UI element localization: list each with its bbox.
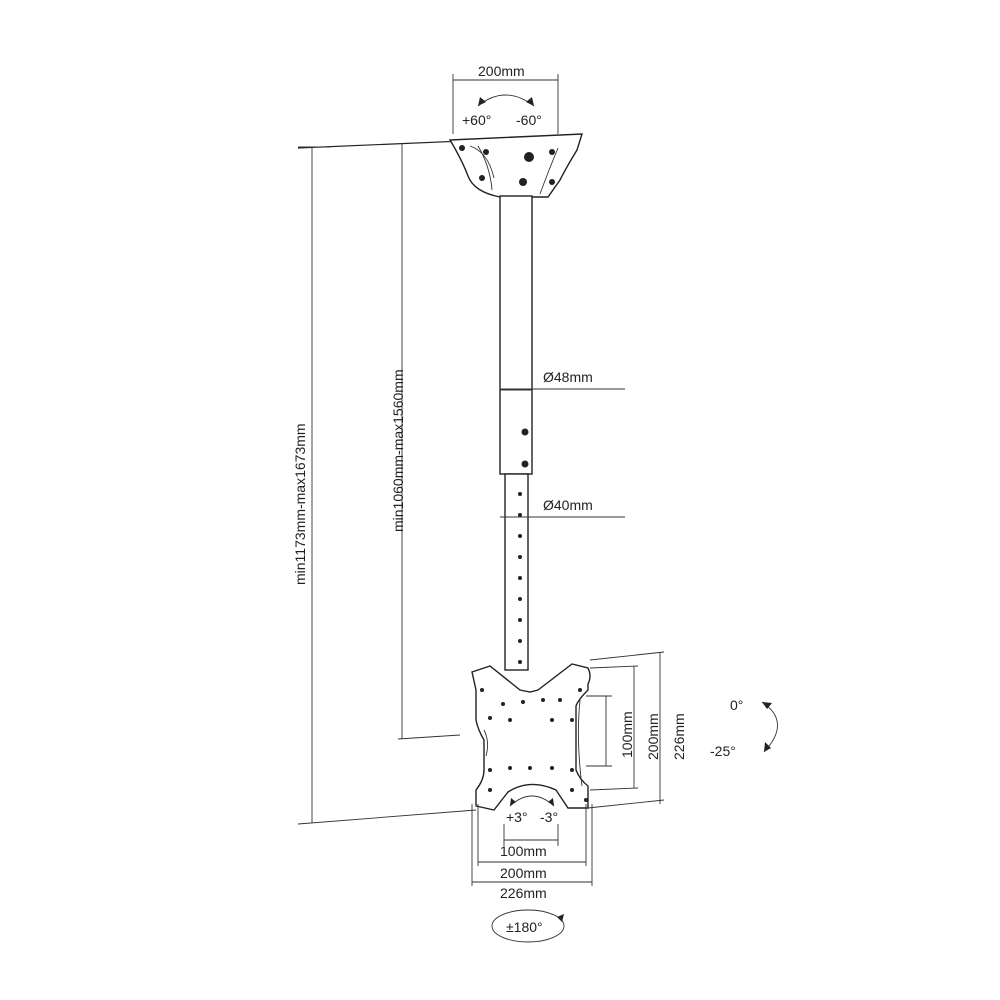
inner-diameter-label: Ø40mm xyxy=(543,497,593,513)
level-right-label: -3° xyxy=(540,809,558,825)
outer-diameter-callout: Ø48mm xyxy=(500,369,625,390)
vesa-w-large-label: 226mm xyxy=(500,885,547,901)
vesa-height-dimensions: 100mm 200mm 226mm xyxy=(586,651,687,809)
vesa-w-mid-label: 200mm xyxy=(500,865,547,881)
outer-pole xyxy=(499,195,533,475)
swivel-right-label: -60° xyxy=(516,112,542,128)
inner-diameter-callout: Ø40mm xyxy=(500,497,625,518)
vesa-h-large-label: 226mm xyxy=(671,713,687,760)
pole-height-dimension: min1060mm-max1560mm xyxy=(390,143,461,740)
tilt-arrow-icon xyxy=(761,701,778,753)
tilt-top-label: 0° xyxy=(730,697,743,713)
vesa-h-small-label: 100mm xyxy=(619,711,635,758)
swivel-arrow-icon xyxy=(477,94,535,107)
level-arrow-icon xyxy=(509,795,555,807)
vesa-plate xyxy=(471,663,591,811)
total-height-dimension: min1173mm-max1673mm xyxy=(292,146,477,825)
vesa-w-small-label: 100mm xyxy=(500,843,547,859)
swivel-left-label: +60° xyxy=(462,112,491,128)
level-left-label: +3° xyxy=(506,809,528,825)
pole-height-label: min1060mm-max1560mm xyxy=(390,369,406,532)
vesa-width-dimensions: 100mm 200mm 226mm xyxy=(471,804,593,901)
inner-pole xyxy=(504,473,529,671)
tilt-bottom-label: -25° xyxy=(710,743,736,759)
total-height-label: min1173mm-max1673mm xyxy=(292,423,308,585)
vesa-h-mid-label: 200mm xyxy=(645,713,661,760)
outer-diameter-label: Ø48mm xyxy=(543,369,593,385)
top-width-label: 200mm xyxy=(478,63,525,79)
ceiling-bracket xyxy=(448,133,583,198)
top-width-dimension: 200mm xyxy=(452,63,559,134)
rotation-arrow-icon xyxy=(491,909,565,943)
rotation-label: ±180° xyxy=(506,919,543,935)
